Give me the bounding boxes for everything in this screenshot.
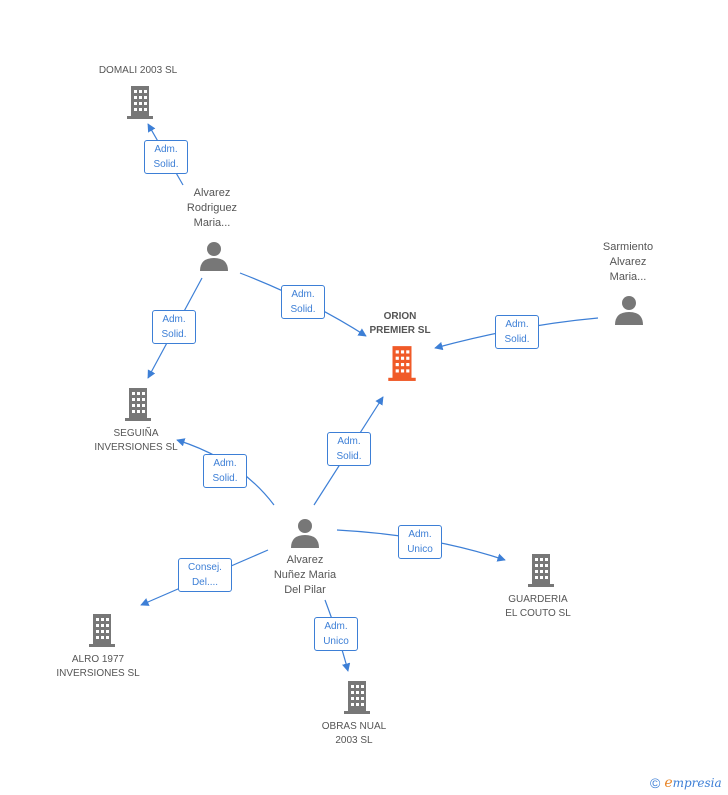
copyright-icon: © <box>650 775 661 791</box>
brand-footer: © e mpresia <box>650 775 722 791</box>
alro-label[interactable]: ALRO 1977 INVERSIONES SL <box>56 654 140 679</box>
orion-building-icon[interactable] <box>386 344 418 382</box>
relation-box-orion-rodriguez[interactable]: Adm. Solid. <box>281 285 325 319</box>
orion-label[interactable]: ORION PREMIER SL <box>369 311 431 336</box>
obras-label[interactable]: OBRAS NUAL 2003 SL <box>321 721 387 746</box>
relation-box-seguina-rodriguez[interactable]: Adm. Solid. <box>152 310 196 344</box>
domali-building-icon[interactable] <box>125 84 155 120</box>
alvarez-nunez-person-icon[interactable] <box>290 517 320 549</box>
domali-label[interactable]: DOMALI 2003 SL <box>98 65 178 76</box>
relation-box-domali[interactable]: Adm. Solid. <box>144 140 188 174</box>
guarderia-building-icon[interactable] <box>526 552 556 588</box>
relation-box-orion-nunez[interactable]: Adm. Solid. <box>327 432 371 466</box>
relation-box-alro[interactable]: Consej. Del.... <box>178 558 232 592</box>
sarmiento-person-icon[interactable] <box>614 294 644 326</box>
brand-initial: e <box>664 775 673 791</box>
relation-box-seguina-nunez[interactable]: Adm. Solid. <box>203 454 247 488</box>
sarmiento-label[interactable]: Sarmiento Alvarez Maria... <box>602 241 654 283</box>
alvarez-nunez-label[interactable]: Alvarez Nuñez Maria Del Pilar <box>273 554 337 596</box>
alro-building-icon[interactable] <box>87 612 117 648</box>
seguina-building-icon[interactable] <box>123 386 153 422</box>
seguina-label[interactable]: SEGUIÑA INVERSIONES SL <box>94 428 178 453</box>
relation-box-orion-sarmiento[interactable]: Adm. Solid. <box>495 315 539 349</box>
alvarez-rodriguez-person-icon[interactable] <box>199 240 229 272</box>
brand-name: mpresia <box>672 776 722 790</box>
alvarez-rodriguez-label[interactable]: Alvarez Rodriguez Maria... <box>186 187 238 229</box>
relation-box-obras[interactable]: Adm. Unico <box>314 617 358 651</box>
relation-box-guarderia[interactable]: Adm. Unico <box>398 525 442 559</box>
obras-building-icon[interactable] <box>342 679 372 715</box>
guarderia-label[interactable]: GUARDERIA EL COUTO SL <box>505 594 571 619</box>
